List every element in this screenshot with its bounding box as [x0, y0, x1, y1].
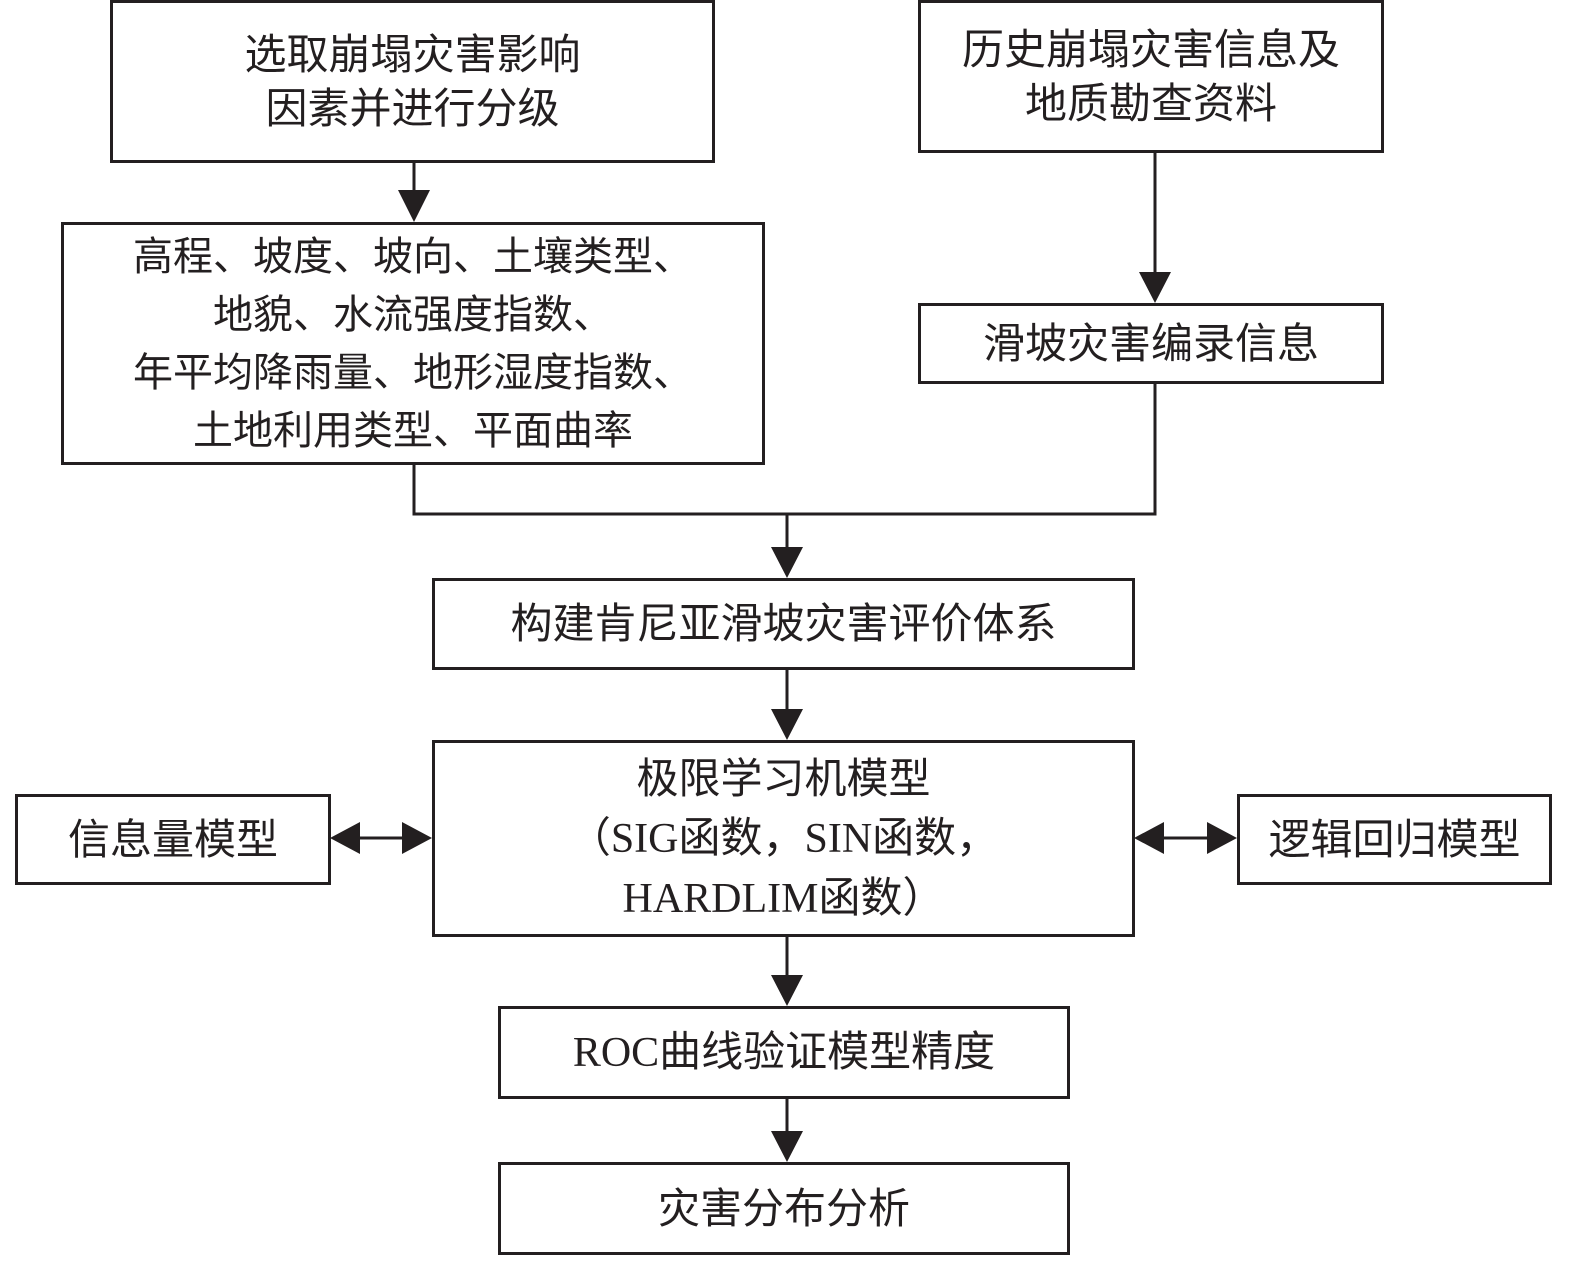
arrowhead-down	[771, 547, 803, 578]
node-text-line: 因素并进行分级	[265, 83, 560, 133]
node-history-info: 历史崩塌灾害信息及 地质勘查资料	[918, 0, 1384, 153]
node-text-line: 历史崩塌灾害信息及	[961, 24, 1340, 74]
node-label: 逻辑回归模型	[1268, 814, 1521, 864]
arrowhead-down	[398, 190, 430, 222]
node-text-line: 地质勘查资料	[1024, 78, 1277, 128]
arrowhead-down	[771, 709, 803, 740]
node-select-factors: 选取崩塌灾害影响 因素并进行分级	[110, 0, 715, 163]
node-text-line: （SIG函数，SIN函数，	[568, 815, 999, 862]
node-evaluation-system: 构建肯尼亚滑坡灾害评价体系	[432, 578, 1135, 670]
node-text-line: 土地利用类型、平面曲率	[193, 407, 633, 454]
node-text-line: 地貌、水流强度指数、	[213, 291, 613, 338]
arrowhead-down	[771, 1131, 803, 1162]
node-logistic-model: 逻辑回归模型	[1237, 794, 1552, 885]
node-text-line: 选取崩塌灾害影响	[244, 29, 581, 79]
arrowhead-left	[1134, 822, 1164, 854]
node-label: 灾害分布分析	[657, 1183, 910, 1233]
node-distribution-analysis: 灾害分布分析	[498, 1162, 1070, 1255]
node-info-model: 信息量模型	[15, 794, 331, 885]
node-roc-validation: ROC曲线验证模型精度	[498, 1006, 1070, 1099]
node-text-line: 高程、坡度、坡向、土壤类型、	[133, 233, 693, 280]
arrowhead-right	[402, 822, 432, 854]
node-elm-model: 极限学习机模型 （SIG函数，SIN函数， HARDLIM函数）	[432, 740, 1135, 937]
arrowhead-left	[330, 822, 360, 854]
node-label: 信息量模型	[67, 814, 278, 864]
edge-merge-connector	[412, 383, 1157, 516]
node-text-line: 极限学习机模型	[636, 753, 931, 803]
arrowhead-right	[1207, 822, 1237, 854]
node-text-line: HARDLIM函数）	[622, 875, 945, 922]
node-factor-list: 高程、坡度、坡向、土壤类型、 地貌、水流强度指数、 年平均降雨量、地形湿度指数、…	[61, 222, 765, 465]
node-landslide-catalog: 滑坡灾害编录信息	[918, 303, 1384, 384]
arrowhead-down	[771, 975, 803, 1006]
node-text-line: 年平均降雨量、地形湿度指数、	[133, 349, 693, 396]
arrowhead-down	[1139, 272, 1171, 303]
node-label: ROC曲线验证模型精度	[572, 1029, 996, 1076]
node-label: 构建肯尼亚滑坡灾害评价体系	[510, 599, 1057, 648]
node-label: 滑坡灾害编录信息	[982, 318, 1319, 368]
